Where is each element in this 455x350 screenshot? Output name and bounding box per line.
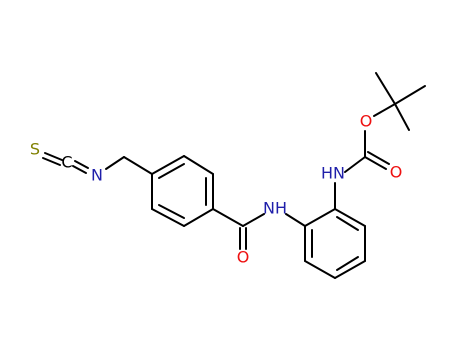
atom-labels: S C N NH O HN O O bbox=[30, 112, 402, 267]
bond-tbu-me-3 bbox=[394, 103, 410, 131]
ring2-bond-2 bbox=[334, 208, 366, 227]
bond-s-c-2 bbox=[42, 157, 61, 166]
ring2-bond-4 bbox=[334, 260, 366, 279]
atom-isothiocyanate-carbon: C bbox=[61, 153, 72, 172]
atom-amide-nitrogen: NH bbox=[263, 199, 287, 218]
atom-amide-oxygen: O bbox=[237, 248, 250, 267]
bond-carbamate-co-1 bbox=[364, 156, 387, 170]
ring1-bond-4 bbox=[183, 208, 214, 227]
bond-carbamate-n-c bbox=[344, 156, 366, 173]
ring1-bond-1 bbox=[151, 155, 185, 175]
bond-c-n-2 bbox=[72, 165, 87, 174]
ring1-inner-1 bbox=[158, 163, 185, 179]
ring2-inner-1 bbox=[336, 216, 359, 231]
atom-carbamate-nitrogen: HN bbox=[321, 164, 345, 183]
bond-c-n-1 bbox=[74, 160, 89, 169]
atom-sulfur: S bbox=[30, 140, 40, 159]
atom-isothiocyanate-nitrogen: N bbox=[91, 166, 103, 185]
ring2-bond-5 bbox=[304, 260, 336, 279]
bond-ch2-ring bbox=[123, 156, 153, 175]
bond-carbamate-co-2 bbox=[367, 151, 390, 165]
bond-amide-n-ring bbox=[285, 213, 306, 227]
bonds bbox=[42, 72, 426, 279]
ring1-bond-2 bbox=[183, 155, 214, 175]
ring1-bond-5 bbox=[151, 208, 185, 227]
atom-ester-oxygen: O bbox=[360, 112, 373, 131]
bond-tbu-me-1 bbox=[375, 72, 396, 105]
bond-n-ch2 bbox=[105, 156, 125, 170]
bond-s-c-1 bbox=[44, 152, 63, 161]
ring1-inner-3 bbox=[158, 204, 185, 219]
bond-ring-amide-c bbox=[212, 208, 244, 227]
bond-o-cquat bbox=[373, 103, 396, 117]
ring2-inner-2 bbox=[336, 256, 359, 271]
ring2-bond-1 bbox=[304, 208, 336, 227]
bond-tbu-me-2 bbox=[394, 85, 426, 105]
bond-amide-c-n bbox=[242, 213, 265, 227]
atom-carbonyl-oxygen: O bbox=[390, 163, 403, 182]
